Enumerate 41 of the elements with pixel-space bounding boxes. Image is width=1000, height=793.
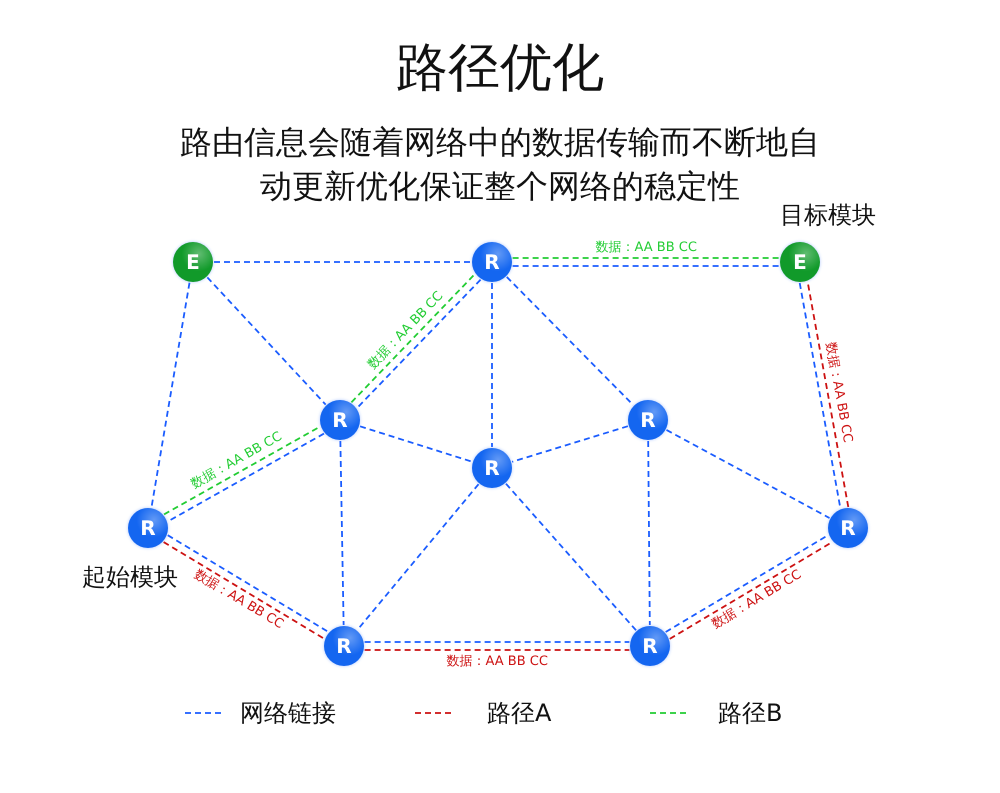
dashed-link (164, 426, 321, 516)
dashed-link (163, 541, 325, 640)
title: 路径优化 (395, 37, 605, 100)
dashed-link (150, 282, 190, 508)
dashed-link (364, 649, 630, 651)
dashed-link (505, 483, 637, 631)
node-circle: R (828, 508, 868, 548)
dashed-link (356, 279, 482, 409)
node-circle: R (472, 448, 512, 488)
dashed-link (214, 261, 471, 263)
dashed-link (491, 283, 493, 447)
dashed-link (512, 257, 780, 259)
legend-label: 路径A (487, 698, 552, 728)
dashed-link (512, 265, 780, 267)
dashed-link (512, 425, 628, 463)
node-circle: R (128, 508, 168, 548)
dashed-link (669, 541, 833, 640)
edge-label: 数据：AA BB CC (822, 340, 856, 445)
dashed-link (167, 534, 329, 633)
legend-label: 路径B (718, 698, 782, 728)
node-caption: 起始模块 (82, 562, 178, 592)
dashed-link (350, 273, 476, 403)
node-circle: R (472, 242, 512, 282)
dashed-link (356, 484, 480, 630)
edge-label: 数据：AA BB CC (594, 240, 698, 254)
dashed-link (167, 432, 324, 522)
node-circle: E (173, 242, 213, 282)
dashed-link (364, 641, 630, 643)
node-circle: R (324, 626, 364, 666)
dashed-link (666, 429, 830, 519)
node-circle: R (628, 400, 668, 440)
node-circle: R (630, 626, 670, 666)
edge-label: 数据：AA BB CC (446, 654, 549, 668)
legend-label: 网络链接 (240, 698, 336, 728)
dashed-link (339, 440, 345, 626)
dashed-link (647, 441, 651, 625)
dashed-link (360, 425, 472, 463)
dashed-link (206, 276, 326, 406)
node-circle: E (780, 242, 820, 282)
node-circle: R (320, 400, 360, 440)
dashed-link (506, 276, 634, 406)
